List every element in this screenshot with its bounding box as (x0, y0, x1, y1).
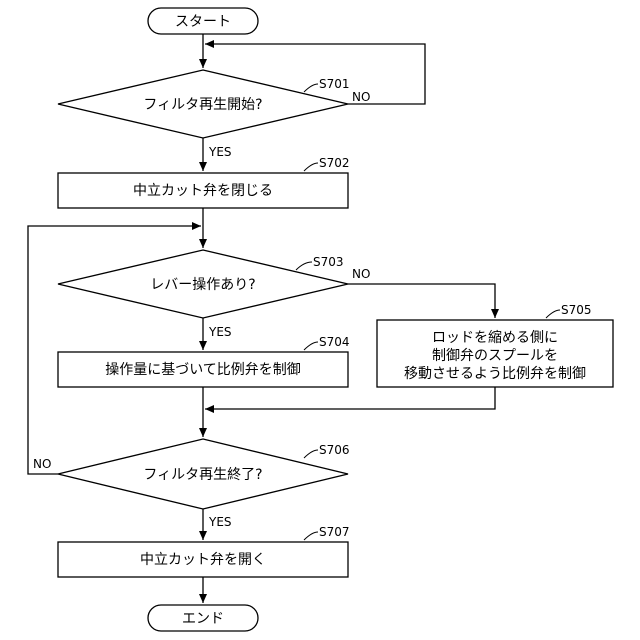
decision-s703-label: レバー操作あり? (150, 277, 255, 293)
step-label-s701: S701 (319, 77, 350, 91)
process-s702: 中立カット弁を閉じる (58, 173, 348, 208)
process-s702-label: 中立カット弁を閉じる (133, 183, 273, 199)
branch-label-s701-no: NO (352, 90, 370, 104)
process-s705-line-1: ロッドを縮める側に (432, 330, 558, 346)
branch-label-s703-yes: YES (208, 325, 232, 339)
step-label-s703: S703 (313, 255, 344, 269)
process-s704-label: 操作量に基づいて比例弁を制御 (105, 361, 301, 378)
step-label-s702: S702 (319, 156, 350, 170)
decision-s706: フィルタ再生終了? (58, 439, 348, 509)
process-s705-line-2: 制御弁のスプールを (432, 348, 558, 364)
decision-s701-label: フィルタ再生開始? (143, 97, 262, 113)
decision-s706-label: フィルタ再生終了? (143, 467, 262, 483)
end-label: エンド (182, 611, 224, 627)
process-s705-line-3: 移動させるよう比例弁を制御 (404, 366, 586, 382)
branch-label-s701-yes: YES (208, 145, 232, 159)
step-label-s705: S705 (561, 303, 592, 317)
process-s707-label: 中立カット弁を開く (140, 552, 266, 568)
branch-label-s706-no: NO (33, 457, 51, 471)
end-terminal: エンド (148, 605, 258, 631)
branch-label-s703-no: NO (352, 267, 370, 281)
branch-label-s706-yes: YES (208, 515, 232, 529)
process-s704: 操作量に基づいて比例弁を制御 (58, 352, 348, 387)
step-label-s706: S706 (319, 443, 350, 457)
start-terminal: スタート (148, 8, 258, 34)
decision-s703: レバー操作あり? (58, 250, 348, 318)
start-label: スタート (175, 14, 231, 30)
step-label-s707: S707 (319, 525, 350, 539)
step-label-s704: S704 (319, 335, 350, 349)
process-s707: 中立カット弁を開く (58, 542, 348, 577)
decision-s701: フィルタ再生開始? (58, 70, 348, 138)
process-s705: ロッドを縮める側に 制御弁のスプールを 移動させるよう比例弁を制御 (377, 320, 613, 387)
